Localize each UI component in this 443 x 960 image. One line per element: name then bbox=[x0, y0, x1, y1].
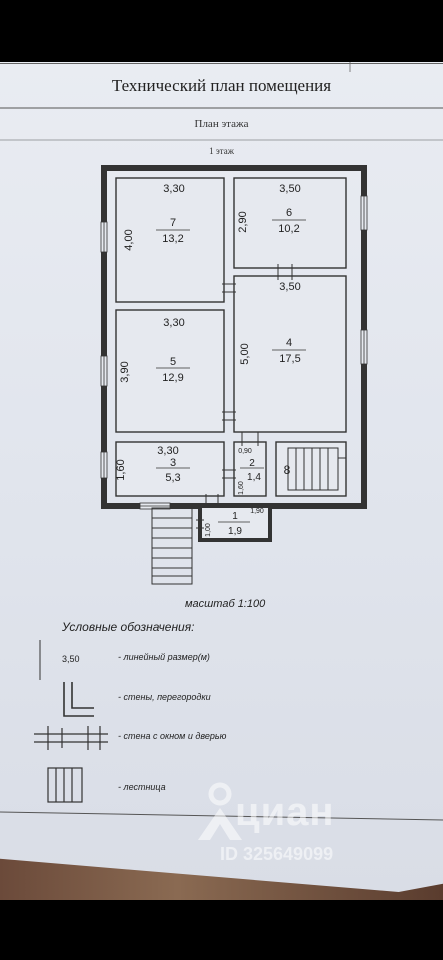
doors bbox=[196, 264, 293, 529]
document-title: Технический план помещения bbox=[111, 76, 332, 95]
area-underlines bbox=[156, 219, 306, 523]
room-4-width: 3,50 bbox=[279, 281, 300, 293]
room-5-number: 5 bbox=[170, 356, 176, 368]
room-7-area: 13,2 bbox=[162, 233, 183, 245]
room-5-width: 3,30 bbox=[163, 317, 184, 329]
document-subtitle: План этажа bbox=[194, 118, 249, 130]
exterior-stairs bbox=[151, 507, 193, 585]
room-5-height: 3,90 bbox=[119, 361, 131, 382]
room-8-number: 8 bbox=[284, 463, 291, 477]
room-5-area: 12,9 bbox=[162, 372, 183, 384]
top-border-line bbox=[0, 63, 443, 64]
cian-logo-icon bbox=[198, 782, 242, 840]
room-7-width: 3,30 bbox=[163, 183, 184, 195]
legend-item-dimension: - линейный размер(м) bbox=[118, 652, 210, 662]
room-4-height: 5,00 bbox=[239, 343, 251, 364]
room-4-number: 4 bbox=[286, 337, 292, 349]
legend-item-window-door: - стена с окном и дверью bbox=[118, 731, 227, 741]
windows bbox=[100, 195, 368, 510]
room-1-number: 1 bbox=[232, 511, 238, 522]
watermark-brand: циан bbox=[235, 790, 335, 834]
room-2-height: 1,60 bbox=[238, 481, 245, 495]
room-5 bbox=[115, 309, 225, 433]
staircase-room-8 bbox=[287, 447, 346, 491]
room-1 bbox=[198, 504, 272, 542]
wall-partition-icon bbox=[63, 682, 94, 717]
room-6 bbox=[233, 177, 347, 269]
room-1-height: 1,00 bbox=[205, 523, 212, 537]
room-6-area: 10,2 bbox=[278, 223, 299, 235]
room-3-area: 5,3 bbox=[165, 472, 180, 484]
room-7-height: 4,00 bbox=[123, 229, 135, 250]
staircase-icon bbox=[47, 767, 83, 803]
legend-item-stairs: - лестница bbox=[118, 782, 166, 792]
legend-title: Условные обозначения: bbox=[62, 620, 195, 634]
room-6-number: 6 bbox=[286, 207, 292, 219]
watermark-id: ID 325649099 bbox=[220, 844, 334, 864]
room-3-width: 3,30 bbox=[157, 445, 178, 457]
room-3-height: 1,60 bbox=[115, 459, 127, 480]
legend-dimension-sample: 3,50 bbox=[62, 654, 80, 664]
room-7-number: 7 bbox=[170, 217, 176, 229]
room-6-width: 3,50 bbox=[279, 183, 300, 195]
room-4-area: 17,5 bbox=[279, 353, 300, 365]
room-4 bbox=[233, 275, 347, 433]
room-2-number: 2 bbox=[249, 458, 255, 469]
legend-item-walls: - стены, перегородки bbox=[118, 692, 211, 702]
cian-watermark: циан ID 325649099 bbox=[190, 780, 430, 880]
floor-label: 1 этаж bbox=[209, 146, 234, 156]
room-3 bbox=[115, 441, 225, 497]
room-1-width: 1,90 bbox=[250, 508, 264, 515]
wall-window-door-icon bbox=[34, 726, 108, 750]
room-2-width: 0,90 bbox=[238, 448, 252, 455]
room-2-area: 1,4 bbox=[247, 472, 261, 483]
room-2 bbox=[233, 441, 267, 497]
room-6-height: 2,90 bbox=[237, 211, 249, 232]
scale-label: масштаб 1:100 bbox=[185, 598, 266, 610]
room-3-number: 3 bbox=[170, 457, 176, 469]
room-1-area: 1,9 bbox=[228, 526, 242, 537]
room-7 bbox=[115, 177, 225, 303]
